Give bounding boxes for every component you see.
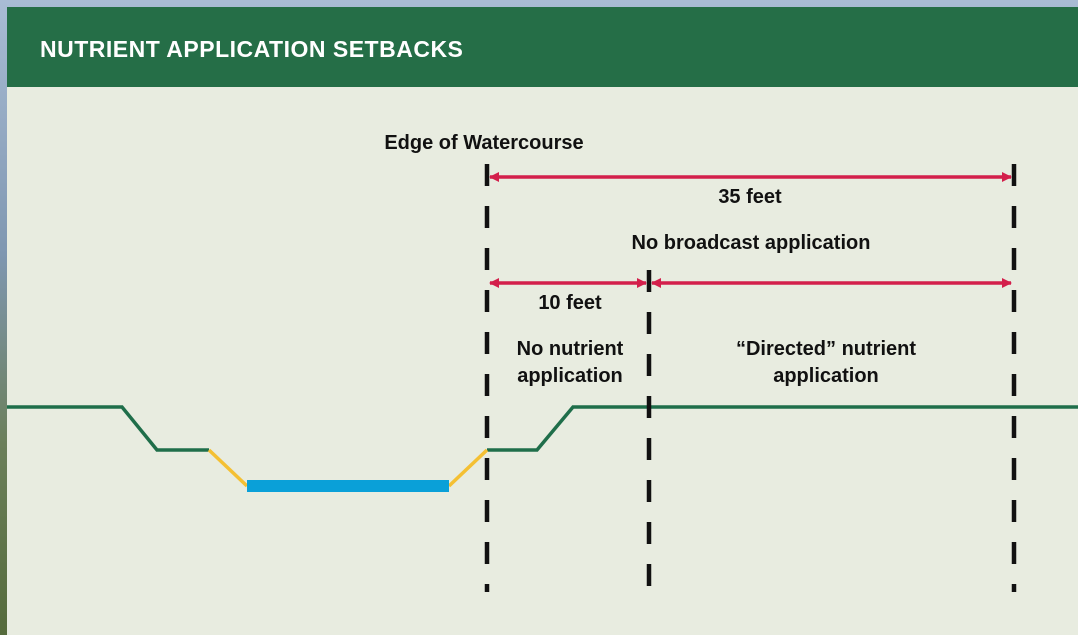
distance-10-feet-label: 10 feet <box>538 292 602 314</box>
no-broadcast-label: No broadcast application <box>631 232 871 254</box>
distance-35-feet-label: 35 feet <box>718 186 782 208</box>
panel-title: NUTRIENT APPLICATION SETBACKS <box>40 36 464 62</box>
no-nutrient-zone-label: No nutrient application <box>494 336 646 390</box>
directed-line1: “Directed” nutrient <box>735 338 917 360</box>
right-bank <box>447 448 489 488</box>
edge-of-watercourse-label: Edge of Watercourse <box>384 132 584 154</box>
no-nutrient-line1: No nutrient <box>516 338 624 360</box>
ground-profile-right <box>487 405 1078 452</box>
left-bank <box>207 448 249 488</box>
directed-nutrient-zone-label: “Directed” nutrient application <box>711 336 941 390</box>
watercourse-water <box>247 480 449 492</box>
setback-diagram-panel: NUTRIENT APPLICATION SETBACKS <box>7 7 1078 635</box>
no-nutrient-line2: application <box>517 365 623 387</box>
ground-profile-left <box>7 405 209 452</box>
directed-line2: application <box>773 365 879 387</box>
panel-header: NUTRIENT APPLICATION SETBACKS <box>7 7 1078 87</box>
